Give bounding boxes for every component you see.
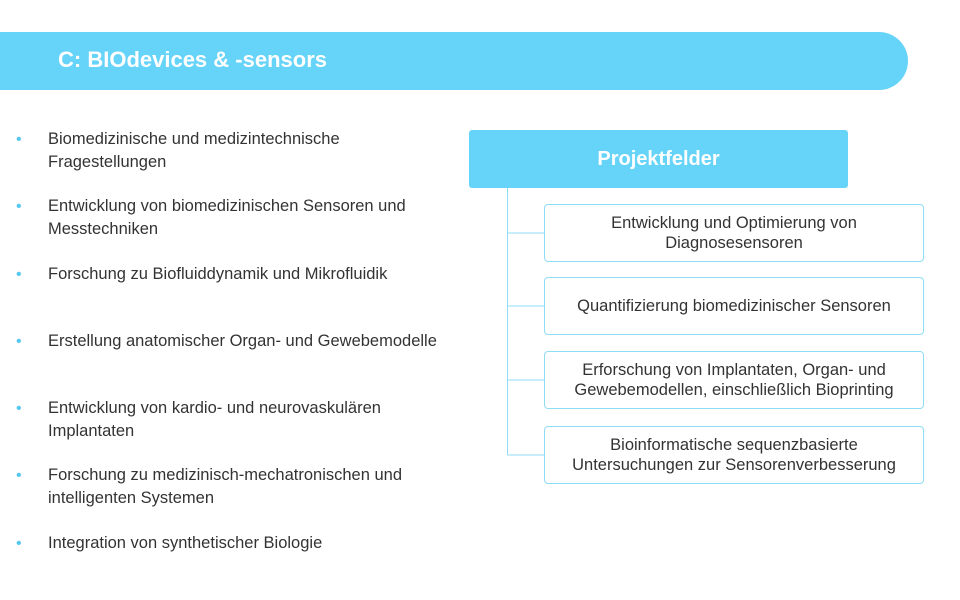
projektfeld-label: Bioinformatische sequenzbasierte Untersu… (572, 435, 896, 475)
header-banner: C: BIOdevices & -sensors (0, 32, 908, 90)
bullet-text: Entwicklung von biomedizinischen Sensore… (48, 197, 406, 238)
bullet-item: • Entwicklung von biomedizinischen Senso… (16, 195, 446, 262)
bullet-item: • Biomedizinische und medizintechnische … (16, 128, 446, 195)
bullet-icon: • (16, 265, 22, 283)
bullet-text: Forschung zu Biofluiddynamik und Mikrofl… (48, 264, 388, 283)
projektfelder-header: Projektfelder (469, 130, 848, 188)
projektfeld-label: Entwicklung und Optimierung von Diagnose… (611, 213, 857, 253)
bullet-text: Biomedizinische und medizintechnische Fr… (48, 130, 340, 171)
bullet-text: Entwicklung von kardio- und neurovaskulä… (48, 399, 381, 440)
bullet-item: • Integration von synthetischer Biologie (16, 532, 446, 599)
projektfeld-box: Entwicklung und Optimierung von Diagnose… (544, 204, 924, 262)
bullet-icon: • (16, 400, 22, 418)
bullet-item: • Erstellung anatomischer Organ- und Gew… (16, 330, 446, 397)
projektfeld-label: Erforschung von Implantaten, Organ- und … (574, 360, 894, 400)
bullet-icon: • (16, 198, 22, 216)
bullet-item: • Forschung zu Biofluiddynamik und Mikro… (16, 263, 446, 330)
bullet-item: • Entwicklung von kardio- und neurovasku… (16, 397, 446, 464)
bullet-icon: • (16, 534, 22, 552)
bullet-list: • Biomedizinische und medizintechnische … (16, 128, 446, 599)
projektfeld-label: Quantifizierung biomedizinischer Sensore… (577, 296, 891, 315)
bullet-text: Integration von synthetischer Biologie (48, 533, 323, 552)
projektfelder-title: Projektfelder (597, 147, 720, 170)
projektfeld-box: Erforschung von Implantaten, Organ- und … (544, 351, 924, 409)
projektfeld-box: Quantifizierung biomedizinischer Sensore… (544, 277, 924, 335)
bullet-text: Erstellung anatomischer Organ- und Geweb… (48, 331, 437, 350)
bullet-icon: • (16, 332, 22, 350)
bullet-icon: • (16, 131, 22, 148)
bullet-icon: • (16, 467, 22, 485)
page-title: C: BIOdevices & -sensors (58, 47, 327, 72)
bullet-item: • Forschung zu medizinisch-mechatronisch… (16, 464, 446, 531)
bullet-text: Forschung zu medizinisch-mechatronischen… (48, 466, 403, 507)
projektfeld-box: Bioinformatische sequenzbasierte Untersu… (544, 426, 924, 484)
